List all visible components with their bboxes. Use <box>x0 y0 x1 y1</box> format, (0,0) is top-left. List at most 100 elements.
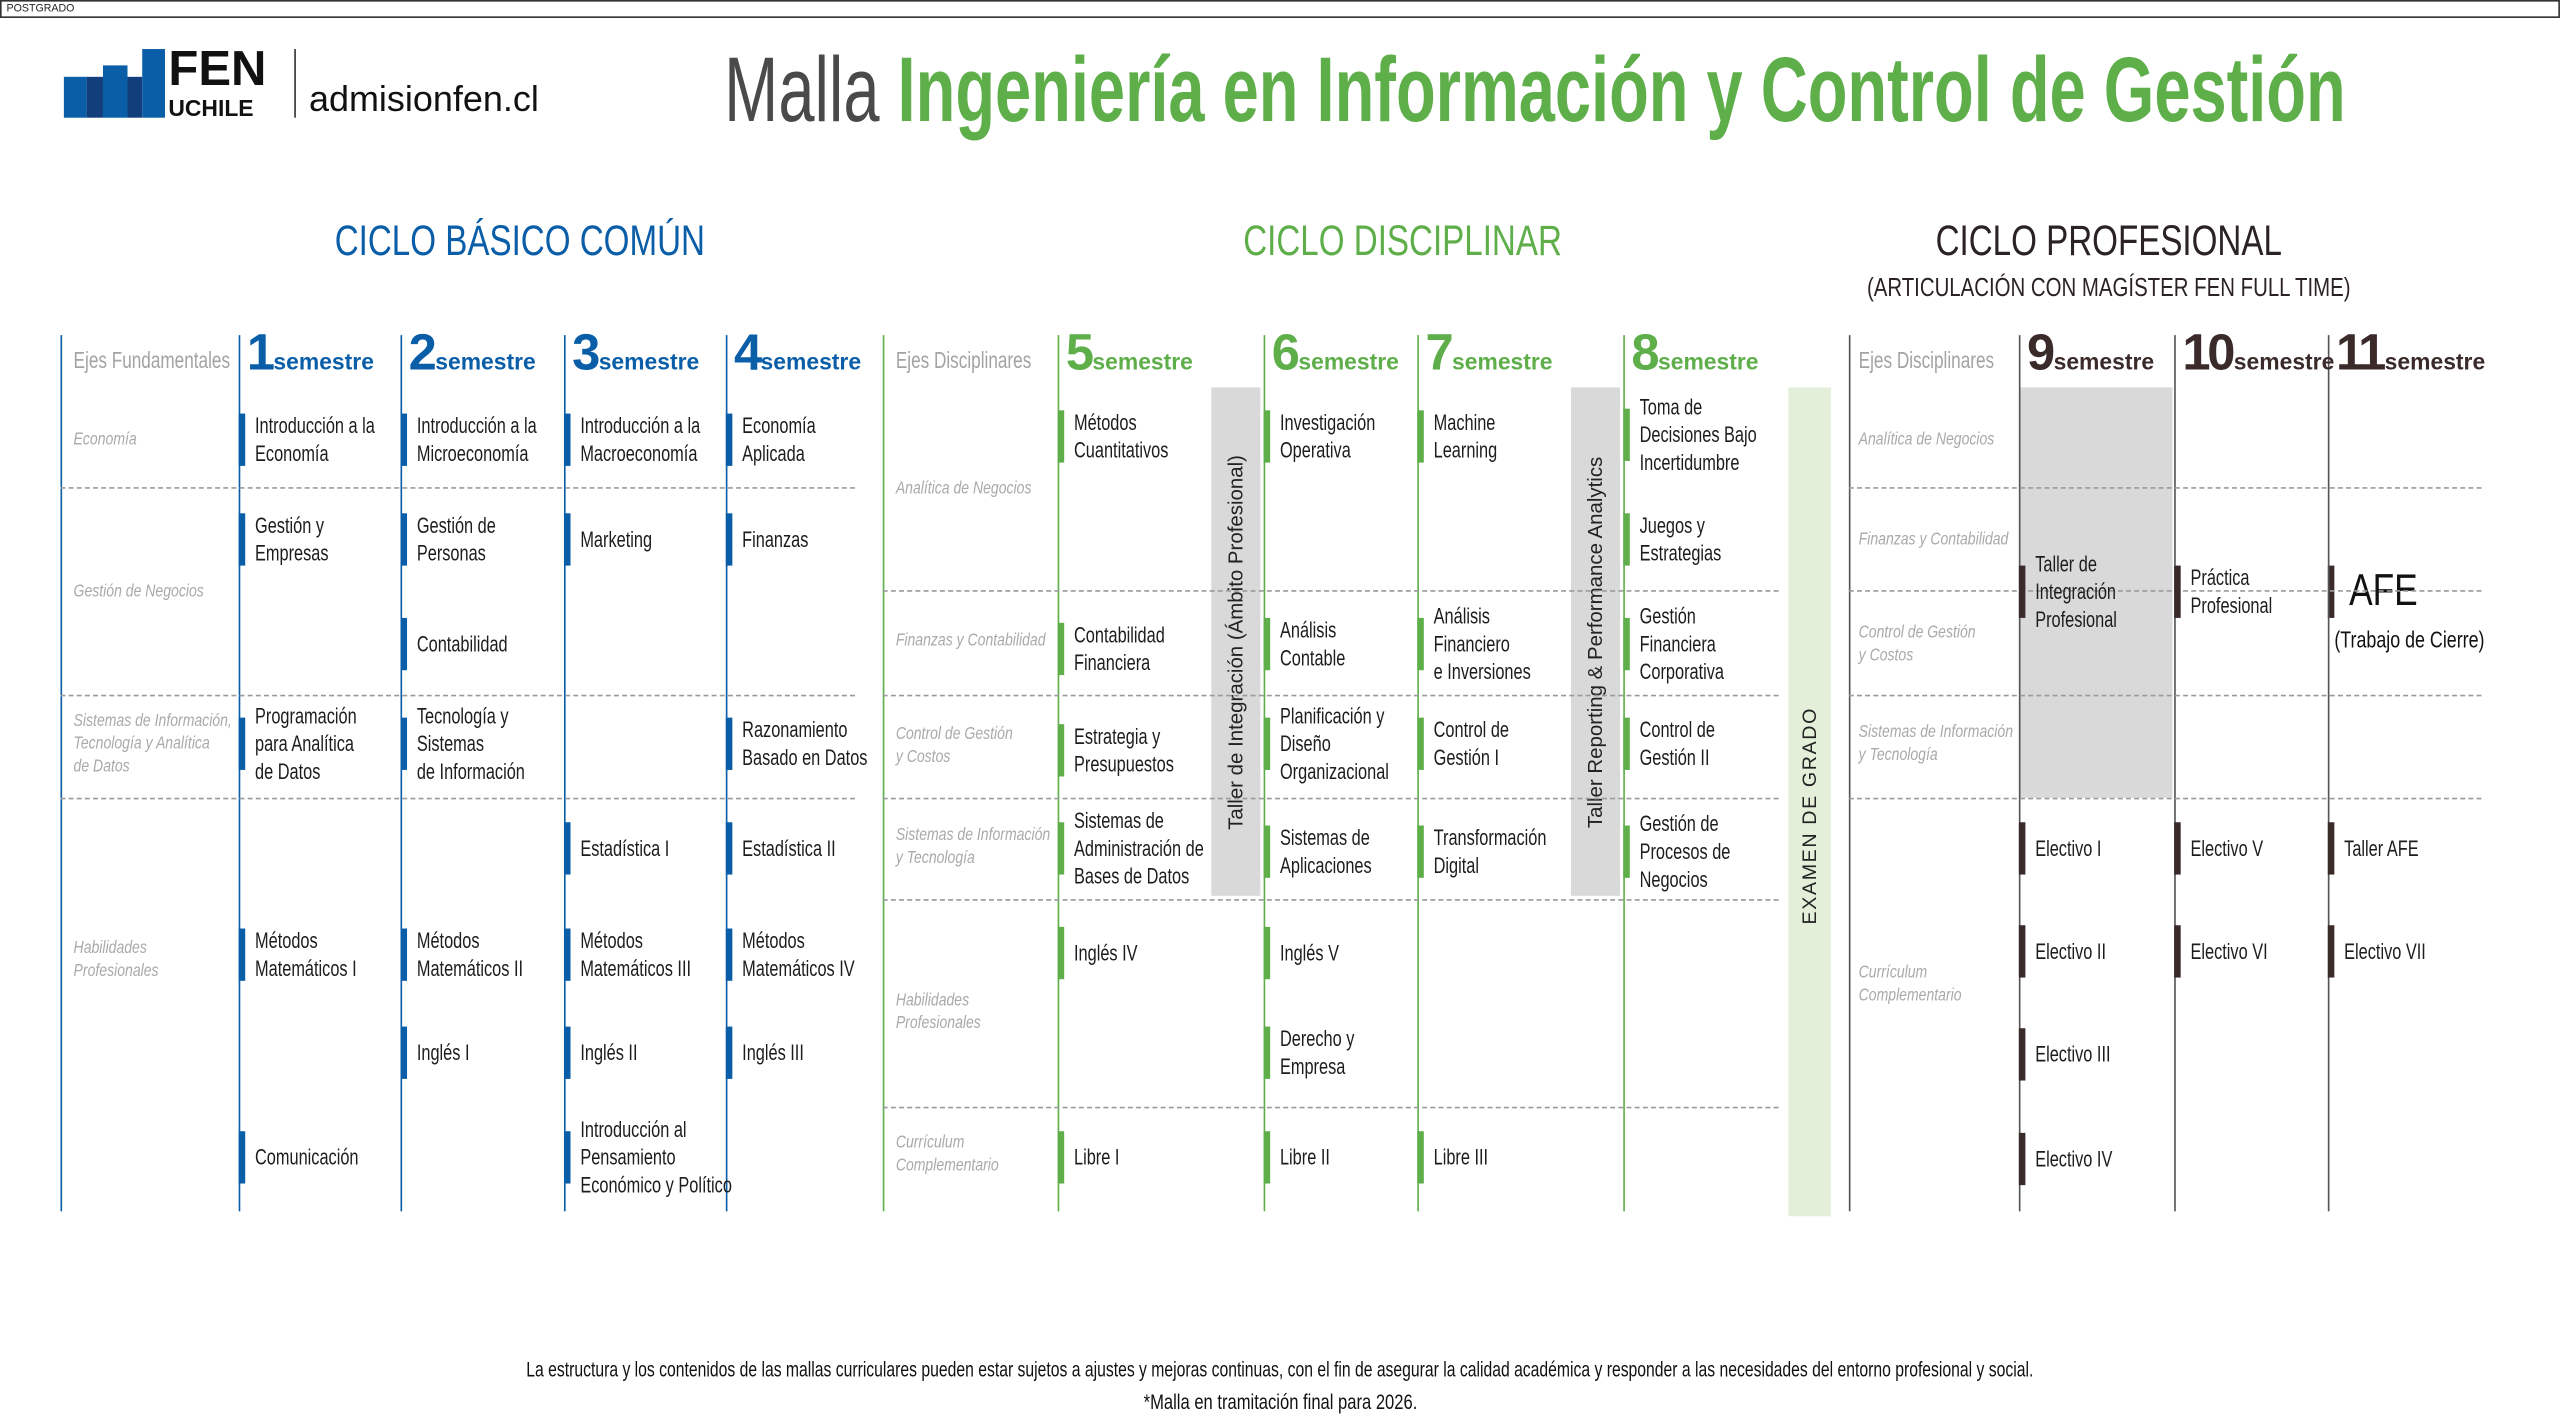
course-marker <box>1057 822 1065 875</box>
fen-logo-bars-icon <box>63 49 166 118</box>
course-name: Electivo IV <box>2035 1146 2113 1172</box>
sem9-gray-band <box>2020 387 2173 798</box>
semester-number: 1 <box>246 323 275 381</box>
column-divider <box>2174 335 2176 1212</box>
footer-disclaimer: La estructura y los contenidos de las ma… <box>526 1356 2034 1382</box>
course-marker <box>1417 1131 1424 1184</box>
course-name: Derecho y Empresa <box>1279 1026 1355 1079</box>
footer-note-2: *Malla en tramitación final para 2026. <box>0 1389 2560 1414</box>
course-marker <box>2174 822 2181 875</box>
course-marker <box>1623 513 1630 566</box>
course-marker <box>563 413 571 466</box>
course-name: Control de Gestión I <box>1433 717 1509 770</box>
course-marker <box>238 413 246 466</box>
row-separator <box>882 899 1779 901</box>
axis-label: Gestión de Negocios <box>73 581 204 602</box>
cycle-prof-subtitle: (ARTICULACIÓN CON MAGÍSTER FEN FULL TIME… <box>1866 274 2351 303</box>
semester-number: 11 <box>2335 323 2386 381</box>
axis-header: Ejes Disciplinares <box>895 346 1032 373</box>
course-marker <box>400 717 408 770</box>
semester-number: 5 <box>1065 323 1094 381</box>
course-marker <box>2018 565 2026 618</box>
course-marker <box>1057 622 1065 676</box>
course-name: Gestión y Empresas <box>255 513 329 566</box>
course-name: Transformación Digital <box>1433 825 1547 878</box>
site-link[interactable]: admisionfen.cl <box>308 78 539 120</box>
course-name: Inglés IV <box>1073 940 1138 966</box>
course-marker <box>1623 617 1630 671</box>
course-marker <box>1623 717 1630 770</box>
semester-number: 2 <box>408 323 437 381</box>
semester-number: 6 <box>1271 323 1300 381</box>
semester-number: 8 <box>1631 323 1659 381</box>
course-name: Programación para Analítica de Datos <box>255 703 357 784</box>
course-name: Introducción a la Economía <box>255 413 375 466</box>
fen-logo[interactable]: FEN UCHILE <box>63 42 293 121</box>
course-marker <box>725 413 733 466</box>
course-name: Sistemas de Administración de Bases de D… <box>1073 808 1204 889</box>
row-separator <box>60 487 855 489</box>
course-marker <box>400 928 408 981</box>
course-name: Métodos Matemáticos I <box>255 928 357 981</box>
row-separator <box>882 797 1779 800</box>
course-marker <box>1417 617 1424 671</box>
axis-label: Currículum Complementario <box>1858 962 1962 1006</box>
course-name: Gestión de Personas <box>416 513 496 566</box>
course-marker <box>1057 410 1065 463</box>
column-divider <box>2327 335 2330 1212</box>
course-name: Métodos Matemáticos IV <box>742 928 855 981</box>
course-marker <box>400 513 408 566</box>
semester-number: 7 <box>1425 323 1453 381</box>
taller-reporting-label: Taller Reporting & Performance Analytics <box>1584 455 1607 828</box>
semester-label: semestre <box>760 348 862 375</box>
course-marker <box>725 928 733 981</box>
course-marker <box>563 1026 571 1079</box>
course-name: Gestión Financiera Corporativa <box>1639 604 1725 685</box>
column-divider <box>1848 335 1851 1212</box>
course-name: Electivo III <box>2035 1042 2111 1067</box>
axis-label: Habilidades Profesionales <box>895 990 981 1034</box>
course-name: Introducción a la Macroeconomía <box>580 413 701 466</box>
course-marker <box>400 1026 408 1079</box>
row-separator <box>1848 590 2482 592</box>
afe-title: AFE <box>2349 565 2418 615</box>
course-name: Taller AFE <box>2344 836 2419 861</box>
course-marker <box>1263 825 1271 878</box>
column-divider <box>725 335 728 1212</box>
footer-note: La estructura y los contenidos de las ma… <box>0 1357 2560 1382</box>
axis-label: Habilidades Profesionales <box>73 938 159 981</box>
course-marker <box>563 928 571 981</box>
course-marker <box>563 513 571 566</box>
logo-uchile-text: UCHILE <box>168 94 254 121</box>
course-name: Gestión de Procesos de Negocios <box>1639 811 1731 892</box>
logo-fen-text: FEN <box>168 42 267 97</box>
course-name: Introducción a la Microeconomía <box>416 413 537 466</box>
axis-label: Analítica de Negocios <box>895 478 1032 499</box>
course-name: Inglés I <box>416 1040 470 1066</box>
axis-header: Ejes Fundamentales <box>73 346 231 373</box>
course-marker <box>400 413 408 466</box>
semester-label: semestre <box>1092 348 1193 375</box>
course-marker <box>1057 1131 1065 1184</box>
postgrado-badge: POSTGRADO <box>0 0 2560 18</box>
course-name: Taller de Integración Profesional <box>2035 551 2117 632</box>
logo-divider <box>294 49 296 118</box>
semester-label: semestre <box>2233 348 2335 375</box>
course-name: Electivo VII <box>2344 939 2426 964</box>
cycle-prof-title: CICLO PROFESIONAL <box>1935 215 2282 265</box>
column-divider <box>60 335 63 1212</box>
course-marker <box>563 822 571 875</box>
course-name: Libre III <box>1433 1145 1489 1170</box>
course-name: Electivo V <box>2190 836 2264 861</box>
course-name: Inglés III <box>742 1040 804 1066</box>
course-marker <box>1263 926 1271 980</box>
course-marker <box>2327 822 2335 875</box>
semester-label: semestre <box>598 348 700 375</box>
footer-status: *Malla en tramitación final para 2026. <box>1143 1389 1417 1415</box>
row-separator <box>60 694 855 697</box>
axis-label: Finanzas y Contabilidad <box>1858 529 2009 550</box>
